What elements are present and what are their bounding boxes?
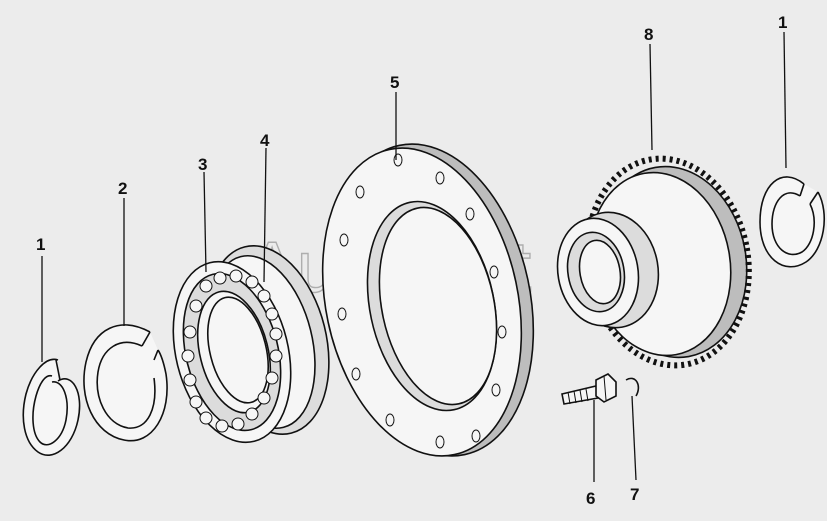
part-1-right-snap-ring — [759, 176, 825, 268]
leader-7 — [631, 395, 637, 481]
callout-5: 5 — [390, 73, 399, 92]
callout-6: 6 — [586, 489, 595, 508]
callout-7: 7 — [630, 485, 639, 504]
leader-1-right — [783, 31, 787, 169]
part-1-left-snap-ring — [22, 358, 81, 457]
part-2-retaining-ring — [83, 324, 168, 442]
part-7-washer — [625, 377, 640, 397]
callout-1-left: 1 — [36, 235, 45, 254]
leader-3 — [203, 171, 207, 273]
part-6-bolt — [561, 373, 617, 405]
part-3-4-roller-bearing — [172, 245, 330, 444]
leader-4 — [263, 147, 267, 283]
leader-8 — [649, 43, 653, 151]
callout-1-right: 1 — [778, 13, 787, 32]
callout-2: 2 — [118, 179, 127, 198]
part-5-flange-plate — [321, 143, 535, 457]
callout-8: 8 — [644, 25, 653, 44]
callout-3: 3 — [198, 155, 207, 174]
part-8-gear — [556, 155, 752, 369]
callout-4: 4 — [260, 131, 270, 150]
